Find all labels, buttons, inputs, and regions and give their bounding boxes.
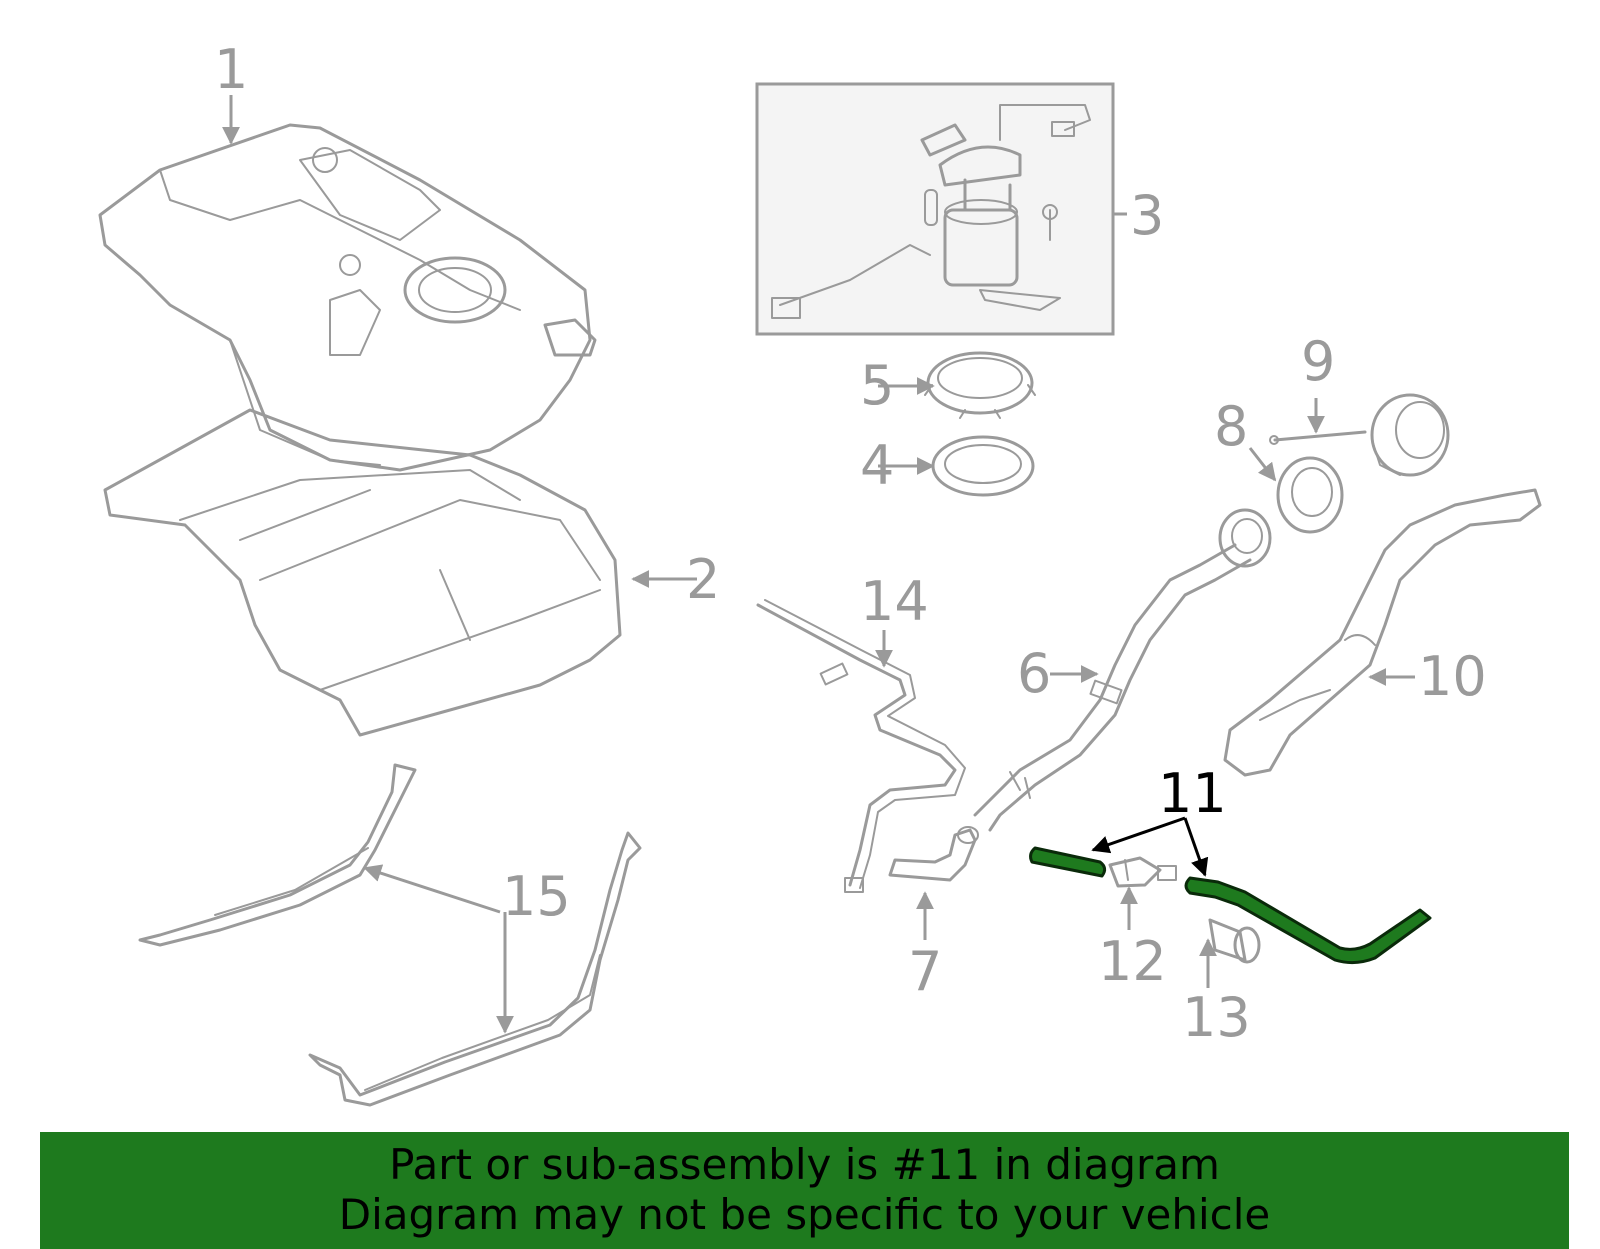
callout-labels: 1 2 3 4 5 6 7 8 9 10 11 12 13 14 15: [214, 38, 1487, 1049]
banner-line-1: Part or sub-assembly is #11 in diagram: [389, 1140, 1220, 1189]
filler-pipe: [973, 508, 1272, 832]
tank-shield: [103, 408, 622, 737]
callout-13: 13: [1182, 986, 1251, 1049]
callout-12: 12: [1098, 930, 1167, 993]
callout-15: 15: [502, 865, 571, 928]
banner-line-2: Diagram may not be specific to your vehi…: [338, 1190, 1271, 1239]
filler-bracket: [1223, 488, 1542, 777]
callout-14: 14: [860, 570, 929, 633]
callout-9: 9: [1301, 330, 1335, 393]
callout-8: 8: [1214, 395, 1248, 458]
callout-1: 1: [214, 38, 248, 101]
info-banner: Part or sub-assembly is #11 in diagram D…: [40, 1132, 1569, 1249]
hose: [888, 826, 979, 882]
callout-4: 4: [860, 434, 894, 497]
callout-6: 6: [1017, 642, 1051, 705]
seal: [931, 435, 1035, 497]
callout-7: 7: [908, 940, 942, 1003]
check-valve: [1108, 856, 1177, 888]
filler-housing: [1276, 456, 1344, 534]
highlighted-hose-short: [1029, 846, 1107, 878]
lock-ring: [924, 351, 1036, 419]
grommet: [1208, 918, 1261, 964]
vent-tube: [756, 599, 966, 893]
callout-5: 5: [860, 354, 894, 417]
callout-2: 2: [686, 548, 720, 611]
fuel-tank: [98, 123, 597, 472]
highlighted-hose-long: [1184, 876, 1432, 965]
callout-11: 11: [1158, 762, 1227, 825]
tank-straps: [138, 763, 642, 1107]
fuel-pump-assembly: [755, 82, 1115, 336]
fuel-cap: [1269, 393, 1450, 477]
callout-10: 10: [1418, 645, 1487, 708]
callout-3: 3: [1130, 184, 1164, 247]
leader-lines: [222, 95, 1415, 1034]
